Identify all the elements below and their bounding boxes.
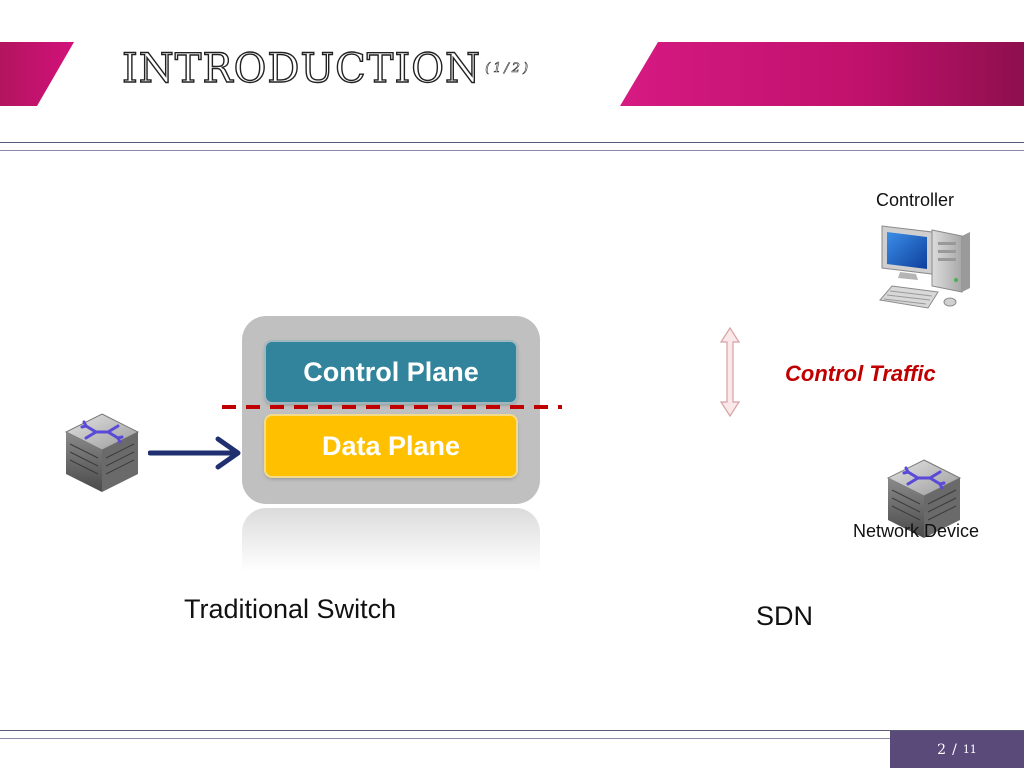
header-banner-left — [0, 42, 74, 106]
header-banner-right — [620, 42, 1024, 106]
slide-title: Introduction — [121, 45, 482, 92]
page-number-badge: 2 / 11 — [890, 731, 1024, 768]
traditional-switch-reflection — [242, 508, 540, 572]
data-plane-label: Data Plane — [321, 430, 461, 461]
page-separator: / — [952, 741, 957, 758]
footer-rule-secondary — [0, 738, 1024, 739]
network-device-router-icon — [886, 459, 962, 538]
controller-label: Controller — [876, 190, 955, 210]
router-icon — [64, 413, 140, 492]
title-block: Introduction(1/2) — [121, 45, 532, 92]
page-current: 2 — [937, 741, 947, 758]
traditional-switch-caption: Traditional Switch — [184, 594, 397, 624]
header-rule-secondary — [0, 150, 1024, 151]
computer-icon — [879, 225, 970, 309]
bidirectional-arrow-icon — [719, 326, 741, 418]
sdn-caption: SDN — [756, 601, 814, 631]
control-plane-box: Control Plane — [266, 342, 516, 402]
arrow-right-icon — [148, 436, 241, 470]
footer-rule — [0, 730, 1024, 731]
data-plane-box: Data Plane — [266, 416, 516, 476]
control-traffic-label: Control Traffic — [785, 361, 936, 386]
header-rule — [0, 142, 1024, 143]
plane-separator-dashed-line — [222, 405, 562, 409]
control-plane-label: Control Plane — [303, 356, 479, 387]
slide-subtitle: (1/2) — [485, 61, 532, 77]
page-total: 11 — [962, 743, 977, 756]
network-device-label: Network Device — [853, 521, 980, 541]
